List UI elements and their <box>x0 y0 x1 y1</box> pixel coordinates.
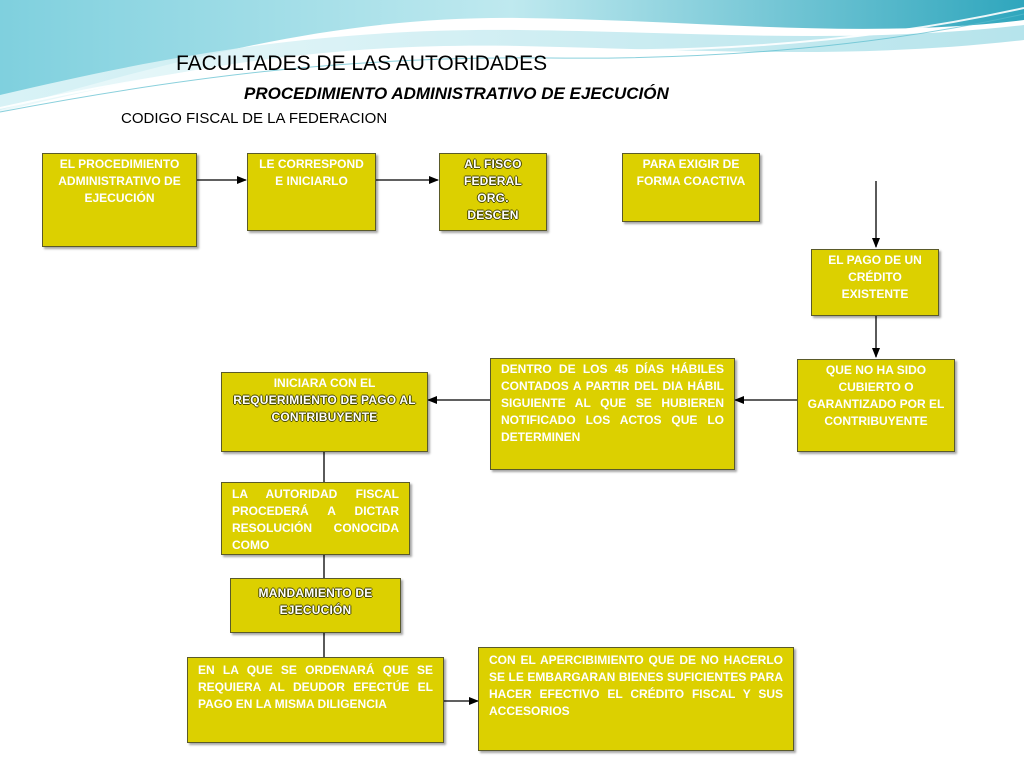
node-pago-credito: EL PAGO DE UN CRÉDITO EXISTENTE <box>811 249 939 316</box>
node-iniciara: INICIARA CON EL REQUERIMIENTO DE PAGO AL… <box>221 372 428 452</box>
node-pago-credito-text: EL PAGO DE UN CRÉDITO EXISTENTE <box>828 253 922 301</box>
node-apercibimiento: CON EL APERCIBIMIENTO QUE DE NO HACERLO … <box>478 647 794 751</box>
node-fisco: AL FISCO FEDERAL ORG. DESCEN <box>439 153 547 231</box>
node-corresponde-text: LE CORRESPOND E INICIARLO <box>259 157 364 188</box>
node-corresponde: LE CORRESPOND E INICIARLO <box>247 153 376 231</box>
node-no-cubierto-text: QUE NO HA SIDO CUBIERTO O GARANTIZADO PO… <box>807 363 945 428</box>
page-subtitle: PROCEDIMIENTO ADMINISTRATIVO DE EJECUCIÓ… <box>244 84 669 103</box>
node-dentro-45-dias-text: DENTRO DE LOS 45 DÍAS HÁBILES CONTADOS A… <box>501 362 724 444</box>
node-ordenara-text: EN LA QUE SE ORDENARÁ QUE SE REQUIERA AL… <box>198 663 433 711</box>
node-iniciara-prefix: INICIARA CON EL <box>273 376 376 390</box>
node-mandamiento-text: MANDAMIENTO DE EJECUCIÓN <box>258 586 373 617</box>
node-exigir: PARA EXIGIR DE FORMA COACTIVA <box>622 153 760 222</box>
node-autoridad-text: LA AUTORIDAD FISCAL PROCEDERÁ A DICTAR R… <box>232 487 399 552</box>
node-apercibimiento-text: CON EL APERCIBIMIENTO QUE DE NO HACERLO … <box>489 653 783 718</box>
node-procedimiento-text: EL PROCEDIMIENTO ADMINISTRATIVO DE EJECU… <box>58 157 181 205</box>
node-exigir-text: PARA EXIGIR DE FORMA COACTIVA <box>636 157 746 188</box>
node-iniciara-emphasis: REQUERIMIENTO DE PAGO AL CONTRIBUYENTE <box>233 393 416 424</box>
node-mandamiento: MANDAMIENTO DE EJECUCIÓN <box>230 578 401 633</box>
node-dentro-45-dias: DENTRO DE LOS 45 DÍAS HÁBILES CONTADOS A… <box>490 358 735 470</box>
page-title: FACULTADES DE LAS AUTORIDADES <box>176 52 548 75</box>
node-autoridad: LA AUTORIDAD FISCAL PROCEDERÁ A DICTAR R… <box>221 482 410 555</box>
node-procedimiento: EL PROCEDIMIENTO ADMINISTRATIVO DE EJECU… <box>42 153 197 247</box>
source-label: CODIGO FISCAL DE LA FEDERACION <box>121 110 388 127</box>
node-fisco-text: AL FISCO FEDERAL ORG. DESCEN <box>463 157 523 222</box>
node-ordenara: EN LA QUE SE ORDENARÁ QUE SE REQUIERA AL… <box>187 657 444 743</box>
node-no-cubierto: QUE NO HA SIDO CUBIERTO O GARANTIZADO PO… <box>797 359 955 452</box>
